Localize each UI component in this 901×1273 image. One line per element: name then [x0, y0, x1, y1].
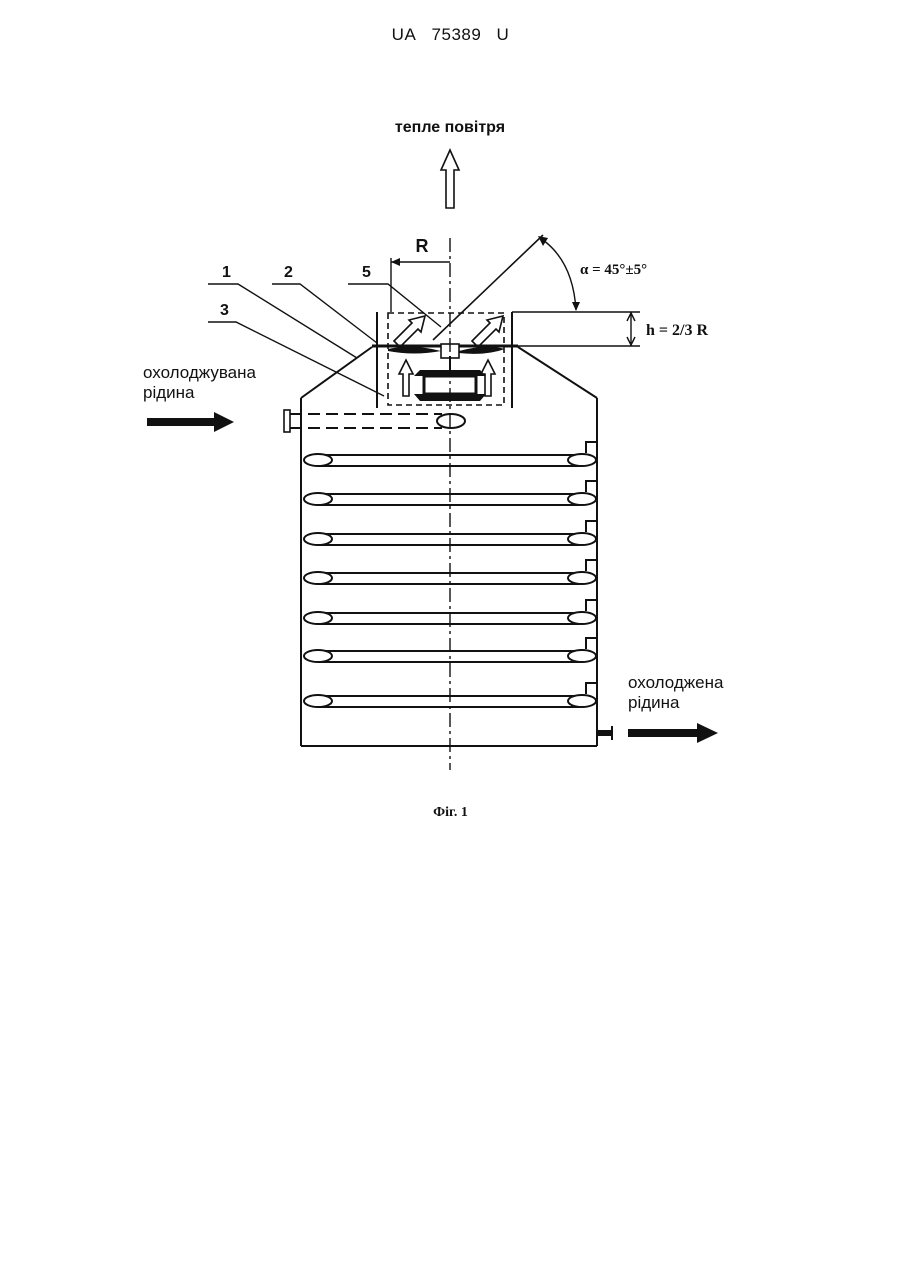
leader-5 [348, 284, 441, 327]
outlet-label-line2: рідина [628, 693, 680, 712]
angle-arc-arrow-bottom [572, 302, 580, 311]
callout-1: 1 [222, 264, 231, 281]
inlet-label-line2: рідина [143, 383, 195, 402]
outlet-arrow-right [472, 316, 503, 347]
warm-air-arrow [441, 150, 459, 208]
height-label: h = 2/3 R [646, 322, 708, 339]
tower-roof-right [518, 347, 597, 398]
updraft-arrow-right [481, 360, 495, 396]
inlet-nozzle [437, 414, 465, 428]
fan-blade-right [459, 347, 505, 354]
updraft-arrow-left [399, 360, 413, 396]
tower-roof-left [301, 347, 372, 398]
callout-2: 2 [284, 264, 293, 281]
inlet-flange [284, 410, 290, 432]
callout-3: 3 [220, 302, 229, 319]
outlet-arrow [628, 723, 718, 743]
outlet-arrow-left [394, 316, 425, 347]
leader-3 [208, 322, 384, 396]
angle-arc-arrow-top [538, 236, 548, 246]
angle-label: α = 45°±5° [580, 262, 647, 278]
inlet-label-line1: охолоджувана [143, 363, 257, 382]
leader-1 [208, 284, 357, 358]
radius-arrowhead [391, 258, 400, 266]
callout-5: 5 [362, 264, 371, 281]
warm-air-label: тепле повітря [395, 119, 505, 136]
inlet-arrow [147, 412, 234, 432]
figure-caption: Фіг. 1 [0, 805, 901, 821]
angle-arc [543, 240, 576, 310]
fan-blade-left [388, 347, 441, 354]
leader-2 [272, 284, 377, 343]
outlet-label-line1: охолоджена [628, 673, 724, 692]
radius-label: R [416, 236, 429, 256]
